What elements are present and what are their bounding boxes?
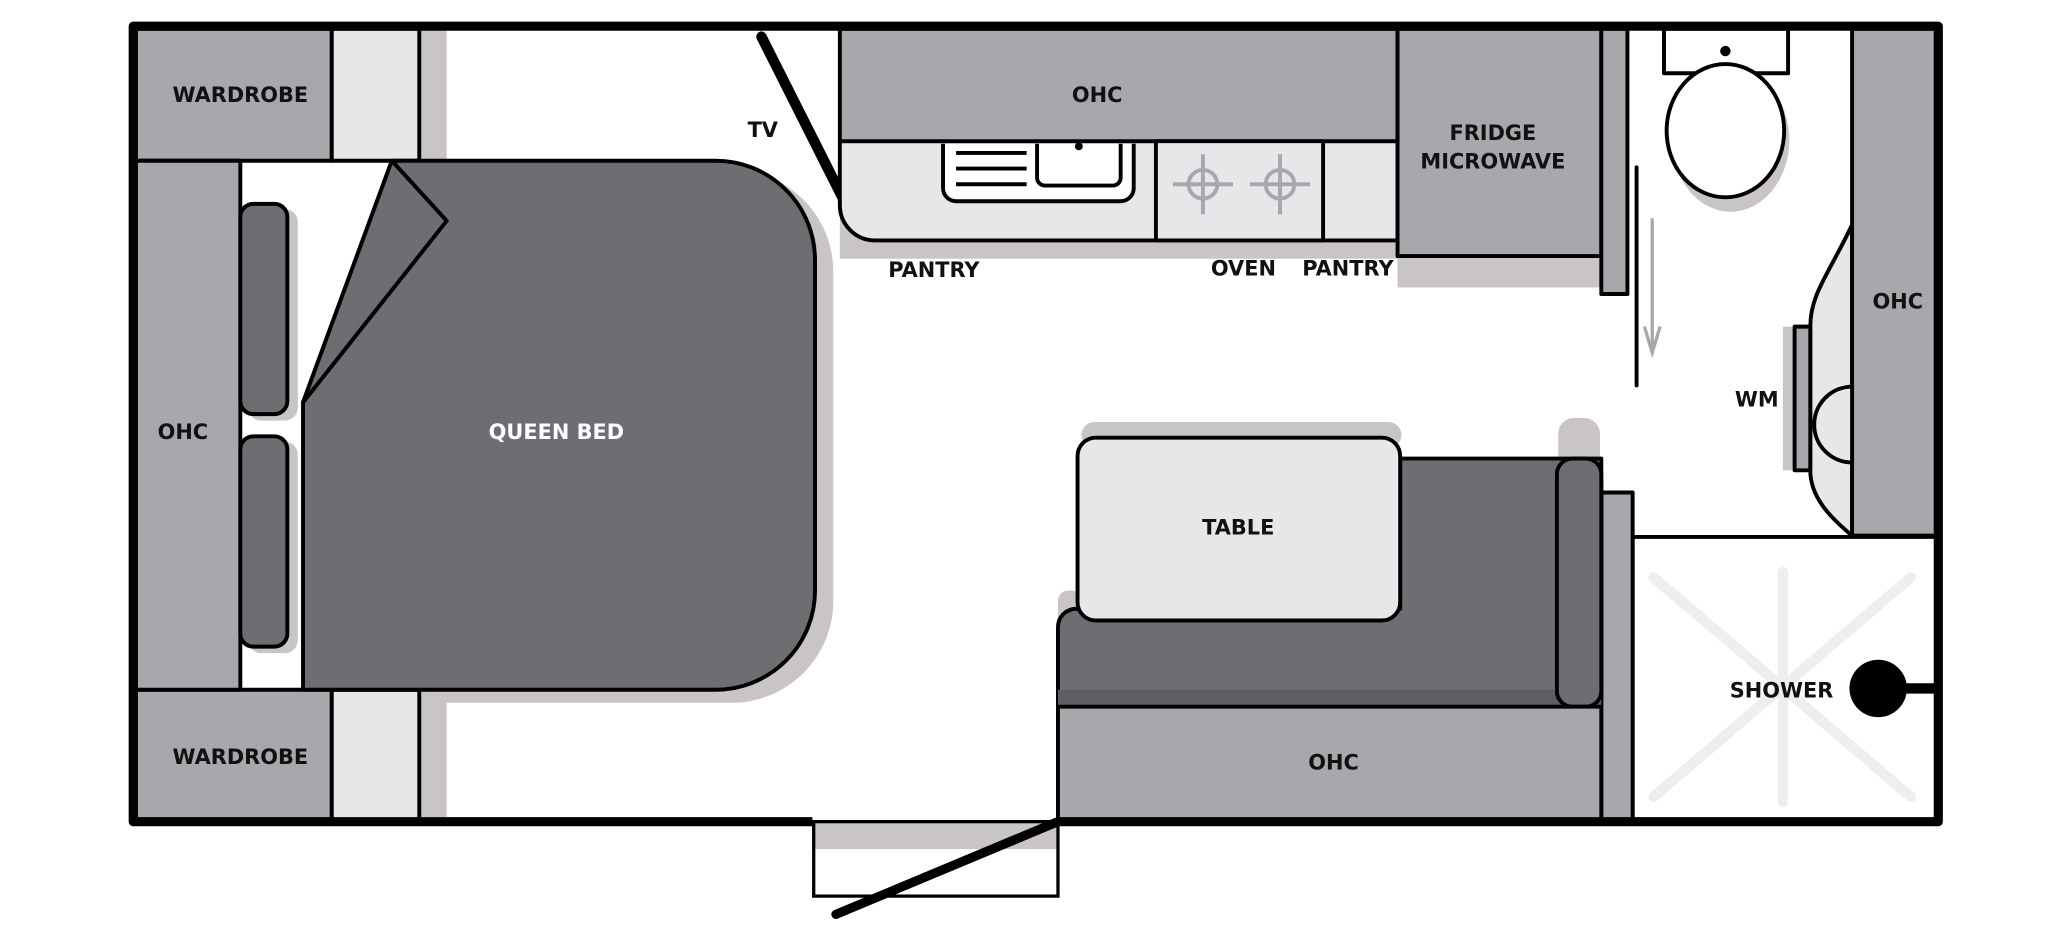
bedside-top [238,201,290,417]
microwave-label: MICROWAVE [1420,150,1565,174]
seat-edge [1057,689,1602,706]
shower-head-icon [1849,659,1907,718]
wm-label: WM [1735,387,1779,411]
outer-wall [128,21,1943,827]
wardrobe-top-label: WARDROBE [173,83,309,107]
basin [1812,384,1853,465]
cooktop [1153,139,1326,243]
sink [941,142,1136,204]
washing-machine [1792,324,1813,473]
shower-label: SHOWER [1730,679,1834,703]
ohc-right-label: OHC [1873,289,1924,313]
queen-bed-label: QUEEN BED [489,420,624,444]
shower-drain-lines [1648,566,1917,808]
arrow-down-icon [1642,218,1662,359]
ohc-left [133,158,243,692]
oven-label: OVEN [1211,257,1276,281]
tv-label: TV [748,118,779,142]
bedside-bottom [238,434,290,649]
wardrobe-top-door [329,26,422,163]
ohc-right [1850,26,1941,538]
table [1075,435,1403,623]
flush-button [1720,45,1731,57]
burner-icon [1172,154,1311,215]
table-label: TABLE [1202,515,1274,539]
queen-bed [301,158,817,692]
pantry-left-label: PANTRY [888,258,980,282]
shower-wall [1599,490,1635,823]
bathroom-wall [1599,26,1630,296]
ohc-dinette [1056,704,1604,823]
ohc-kitchen-label: OHC [1072,83,1123,107]
vanity [1808,222,1855,538]
fridge-label: FRIDGE [1449,121,1536,145]
wardrobe-bottom-door [329,687,422,823]
tv [756,31,856,219]
bed-fold [301,158,449,405]
entry-step [812,820,1060,898]
toilet-bowl [1664,62,1787,200]
wardrobe-bottom-label: WARDROBE [173,745,309,769]
ohc-dinette-label: OHC [1308,750,1359,774]
dinette-backrest [1554,456,1604,709]
pantry-right-label: PANTRY [1302,257,1394,281]
ohc-left-label: OHC [158,420,209,444]
entry-door[interactable] [831,817,1063,919]
